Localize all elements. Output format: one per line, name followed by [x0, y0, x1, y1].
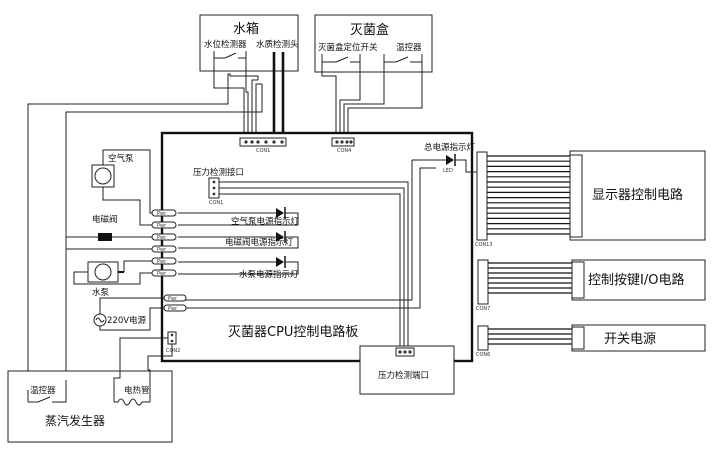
sterilizer-box-title: 灭菌盒 — [350, 22, 389, 38]
water-level-sensor-label: 水位检测器 — [204, 39, 247, 50]
svg-text:CON1: CON1 — [209, 200, 223, 206]
svg-text:Pwr: Pwr — [157, 223, 167, 229]
display-circuit-label: 显示器控制电路 — [592, 187, 683, 203]
water-pump-led-label: 水泵电源指示灯 — [239, 269, 299, 280]
water-quality-sensor-label: 水质检测头 — [256, 39, 299, 50]
generator-thermostat-icon — [28, 380, 67, 403]
svg-text:Pwr: Pwr — [157, 235, 167, 241]
connector-con1: CON1 — [239, 137, 287, 154]
sterilizer-box: 灭菌盒 灭菌盒定位开关 温控器 — [314, 14, 433, 73]
switching-power-label: 开关电源 — [604, 332, 656, 347]
button-io-circuit: 控制按键I/O电路 — [571, 259, 706, 301]
switching-power: 开关电源 — [571, 324, 706, 352]
power-220v: 220V电源 — [93, 297, 164, 331]
svg-text:CON2: CON2 — [166, 348, 180, 354]
svg-text:CON13: CON13 — [475, 242, 493, 248]
air-pump-led: 空气泵电源指示灯 — [178, 207, 300, 227]
connector-con7: CON7 — [476, 259, 490, 312]
air-pump-led-label: 空气泵电源指示灯 — [231, 216, 300, 227]
box-thermostat-label: 温控器 — [396, 42, 422, 53]
pressure-detect-port: 压力检测端口 — [359, 345, 455, 395]
water-pump: 水泵 — [73, 260, 152, 298]
heater-icon — [114, 398, 150, 406]
water-tank: 水箱 水位检测器 水质检测头 — [199, 14, 299, 72]
total-power-led: 总电源指示灯 LED — [182, 142, 480, 301]
water-tank-title: 水箱 — [233, 21, 259, 37]
water-pump-led-icon — [276, 257, 284, 267]
connector-con13: CON13 — [475, 151, 493, 248]
solenoid-led: 电磁阀电源指示灯 — [178, 231, 299, 249]
total-power-led-label: 总电源指示灯 — [424, 142, 476, 153]
steam-generator-title: 蒸汽发生器 — [45, 413, 105, 428]
svg-text:LED: LED — [443, 168, 453, 174]
svg-text:Pwr: Pwr — [157, 259, 167, 265]
svg-text:CON7: CON7 — [476, 306, 490, 312]
board-title: 灭菌器CPU控制电路板 — [228, 324, 358, 340]
solenoid-led-icon — [276, 232, 284, 242]
power-220v-label: 220V电源 — [107, 315, 147, 326]
svg-text:CON6: CON6 — [476, 352, 490, 358]
led-icon — [446, 155, 454, 165]
air-pump: 空气泵 — [91, 149, 152, 226]
svg-text:Pwr: Pwr — [157, 247, 167, 253]
svg-text:CON4: CON4 — [337, 148, 351, 154]
power-bus — [488, 328, 572, 345]
solenoid-led-label: 电磁阀电源指示灯 — [225, 237, 294, 248]
water-pump-motor-icon — [94, 263, 112, 281]
solenoid-valve: 电磁阀 — [65, 214, 152, 250]
svg-text:CON1: CON1 — [256, 148, 270, 154]
svg-text:Pwr: Pwr — [168, 296, 178, 302]
pressure-interface: 压力检测接口 CON1 — [193, 167, 409, 348]
display-bus — [487, 155, 570, 235]
connector-con2: CON2 — [119, 331, 180, 370]
water-pump-label: 水泵 — [92, 287, 110, 298]
steam-generator: 温控器 电热管 蒸汽发生器 — [7, 369, 173, 443]
solenoid-valve-icon — [98, 233, 112, 241]
water-pump-led: 水泵电源指示灯 — [178, 256, 299, 280]
svg-text:Pwr: Pwr — [157, 211, 167, 217]
position-switch-label: 灭菌盒定位开关 — [318, 42, 378, 53]
button-io-label: 控制按键I/O电路 — [588, 272, 684, 288]
solenoid-valve-label: 电磁阀 — [92, 214, 118, 225]
generator-thermostat-label: 温控器 — [30, 385, 56, 396]
buttons-bus — [488, 262, 572, 294]
power-terminals: Pwr Pwr Pwr Pwr Pwr Pwr Pwr Pwr — [151, 167, 436, 312]
pressure-detect-port-label: 压力检测端口 — [378, 370, 429, 381]
air-pump-motor-icon — [94, 167, 112, 185]
display-circuit: 显示器控制电路 — [569, 150, 706, 241]
connector-con6: CON6 — [476, 325, 490, 358]
top-wiring — [27, 58, 423, 391]
air-pump-label: 空气泵 — [108, 153, 134, 164]
air-pump-led-icon — [276, 208, 284, 218]
pressure-interface-label: 压力检测接口 — [193, 167, 244, 178]
connector-con4: CON4 — [331, 137, 355, 154]
svg-text:Pwr: Pwr — [168, 306, 178, 312]
heater-label: 电热管 — [124, 385, 150, 396]
svg-text:Pwr: Pwr — [157, 271, 167, 277]
